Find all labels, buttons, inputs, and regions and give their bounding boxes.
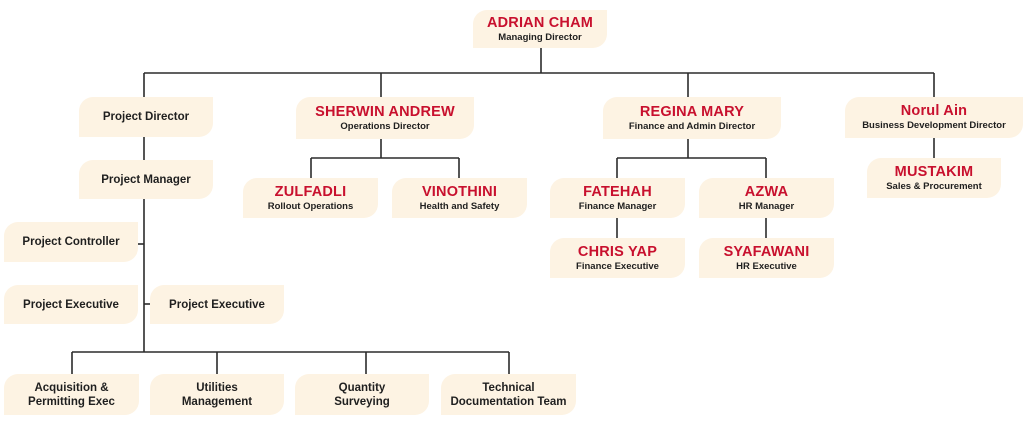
fatehah-box: FATEHAH Finance Manager <box>550 178 685 218</box>
project-executive-box-right: Project Executive <box>150 285 284 324</box>
role-label: Project Executive <box>23 298 119 311</box>
project-director-box: Project Director <box>79 97 213 137</box>
person-title: Operations Director <box>340 120 430 132</box>
person-name: SYAFAWANI <box>723 243 810 260</box>
person-title: Finance Executive <box>576 260 659 272</box>
team-label-line1: Technical <box>482 381 535 394</box>
person-title: Health and Safety <box>419 200 500 212</box>
chris-yap-box: CHRIS YAP Finance Executive <box>550 238 685 278</box>
person-title: HR Manager <box>738 200 795 212</box>
person-title: Rollout Operations <box>267 200 354 212</box>
quantity-surveying-box: Quantity Surveying <box>295 374 429 415</box>
person-name: FATEHAH <box>583 183 652 200</box>
person-title: Sales & Procurement <box>886 180 982 192</box>
business-development-director-box: Norul Ain Business Development Director <box>845 97 1023 138</box>
person-title: Finance Manager <box>578 200 657 212</box>
acquisition-permitting-box: Acquisition & Permitting Exec <box>4 374 139 415</box>
person-title: Managing Director <box>498 31 582 43</box>
team-label-line2: Management <box>181 395 253 408</box>
zulfadli-box: ZULFADLI Rollout Operations <box>243 178 378 218</box>
finance-admin-director-box: REGINA MARY Finance and Admin Director <box>603 97 781 139</box>
person-name: CHRIS YAP <box>577 243 658 260</box>
role-label: Project Director <box>102 111 190 123</box>
utilities-management-box: Utilities Management <box>150 374 284 415</box>
person-name: ADRIAN CHAM <box>486 14 594 31</box>
team-label-line1: Quantity <box>338 381 386 394</box>
person-name: Norul Ain <box>900 103 968 119</box>
managing-director-box: ADRIAN CHAM Managing Director <box>473 10 607 48</box>
syafawani-box: SYAFAWANI HR Executive <box>699 238 834 278</box>
operations-director-box: SHERWIN ANDREW Operations Director <box>296 97 474 139</box>
azwa-box: AZWA HR Manager <box>699 178 834 218</box>
person-name: SHERWIN ANDREW <box>315 103 455 120</box>
team-label-line2: Permitting Exec <box>28 395 115 408</box>
team-label-line1: Acquisition & <box>34 381 109 394</box>
role-label: Project Executive <box>169 298 265 311</box>
person-name: VINOTHINI <box>421 183 498 200</box>
team-label-line2: Surveying <box>334 395 390 408</box>
person-title: HR Executive <box>736 260 797 272</box>
person-name: ZULFADLI <box>274 183 347 200</box>
project-executive-box-left: Project Executive <box>4 285 138 324</box>
project-manager-box: Project Manager <box>79 160 213 199</box>
project-controller-box: Project Controller <box>4 222 138 262</box>
technical-documentation-box: Technical Documentation Team <box>441 374 576 415</box>
role-label: Project Controller <box>22 236 120 248</box>
person-name: REGINA MARY <box>639 103 745 120</box>
role-label: Project Manager <box>101 173 191 186</box>
mustakim-box: MUSTAKIM Sales & Procurement <box>867 158 1001 198</box>
person-title: Finance and Admin Director <box>628 120 756 132</box>
person-name: AZWA <box>744 183 789 200</box>
team-label-line1: Utilities <box>196 381 238 394</box>
vinothini-box: VINOTHINI Health and Safety <box>392 178 527 218</box>
team-label-line2: Documentation Team <box>450 395 567 408</box>
person-title: Business Development Director <box>862 120 1006 131</box>
person-name: MUSTAKIM <box>894 163 974 180</box>
